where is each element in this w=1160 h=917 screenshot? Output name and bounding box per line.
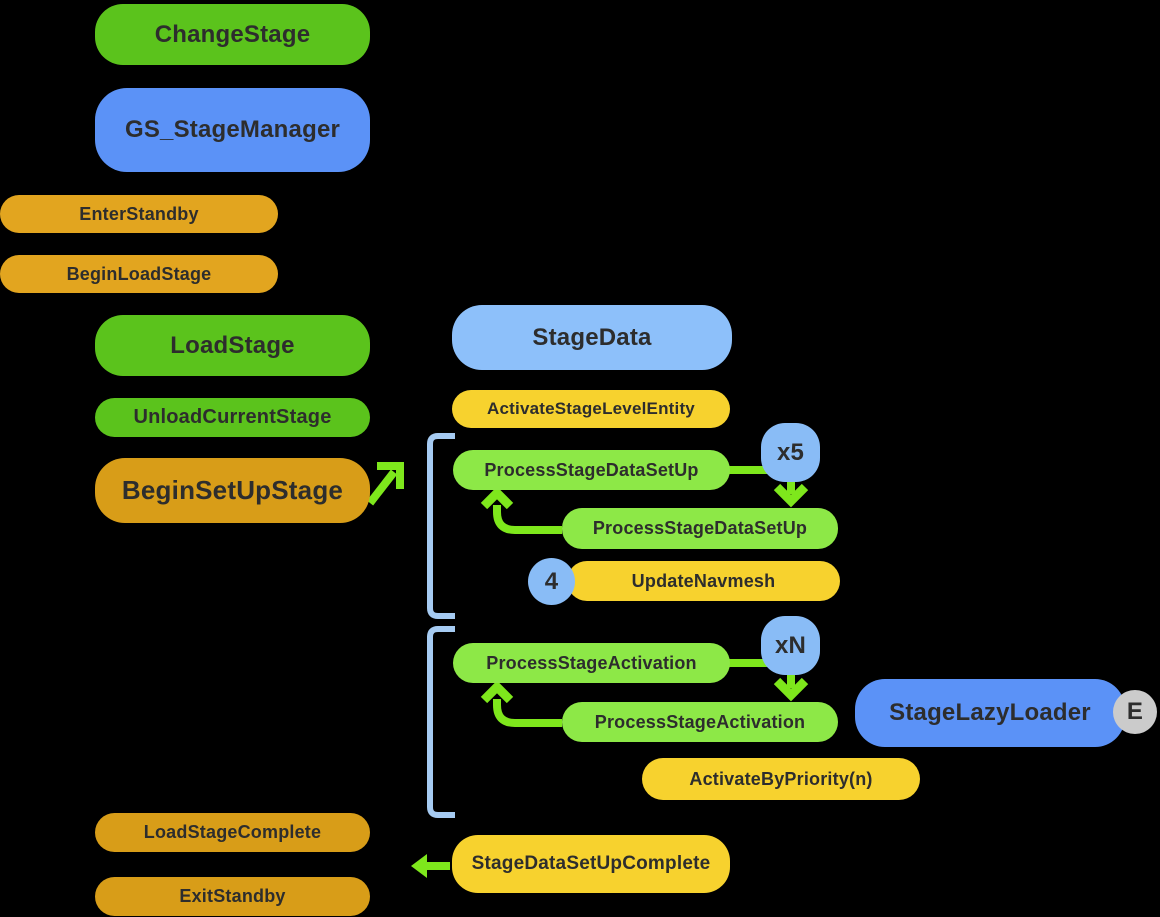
x5-count-badge: x5 — [761, 423, 820, 482]
process-stage-data-setup-call-node: ProcessStageDataSetUp — [453, 450, 730, 490]
load-stage-node: LoadStage — [95, 315, 370, 376]
load-stage-complete-node: LoadStageComplete — [95, 813, 370, 852]
stage-data-setup-complete-node: StageDataSetUpComplete — [452, 835, 730, 893]
xn-down-arrow-icon — [773, 673, 809, 702]
navmesh-count-badge: 4 — [528, 558, 575, 605]
setup-loop-arrow-icon — [480, 486, 562, 534]
unload-current-stage-node: UnloadCurrentStage — [95, 398, 370, 437]
update-navmesh-node: UpdateNavmesh — [567, 561, 840, 601]
setup-group-bracket — [427, 433, 455, 619]
event-badge: E — [1113, 690, 1157, 734]
activation-loop-arrow-icon — [480, 680, 562, 727]
x5-down-arrow-icon — [773, 479, 809, 508]
activate-by-priority-node: ActivateByPriority(n) — [642, 758, 920, 800]
change-stage-node: ChangeStage — [95, 4, 370, 65]
stage-data-node: StageData — [452, 305, 732, 370]
begin-load-stage-node: BeginLoadStage — [0, 255, 278, 293]
begin-setup-arrow-icon — [366, 462, 404, 506]
activate-stage-level-entity-node: ActivateStageLevelEntity — [452, 390, 730, 428]
exit-standby-node: ExitStandby — [95, 877, 370, 916]
process-stage-data-setup-impl-node: ProcessStageDataSetUp — [562, 508, 838, 549]
enter-standby-node: EnterStandby — [0, 195, 278, 233]
process-stage-activation-call-node: ProcessStageActivation — [453, 643, 730, 683]
begin-setup-stage-node: BeginSetUpStage — [95, 458, 370, 523]
activation-group-bracket — [427, 626, 455, 818]
process-stage-activation-impl-node: ProcessStageActivation — [562, 702, 838, 742]
gs-stage-manager-node: GS_StageManager — [95, 88, 370, 172]
complete-left-arrow-icon — [411, 854, 450, 878]
xn-count-badge: xN — [761, 616, 820, 675]
stage-lazy-loader-node: StageLazyLoader — [855, 679, 1125, 747]
